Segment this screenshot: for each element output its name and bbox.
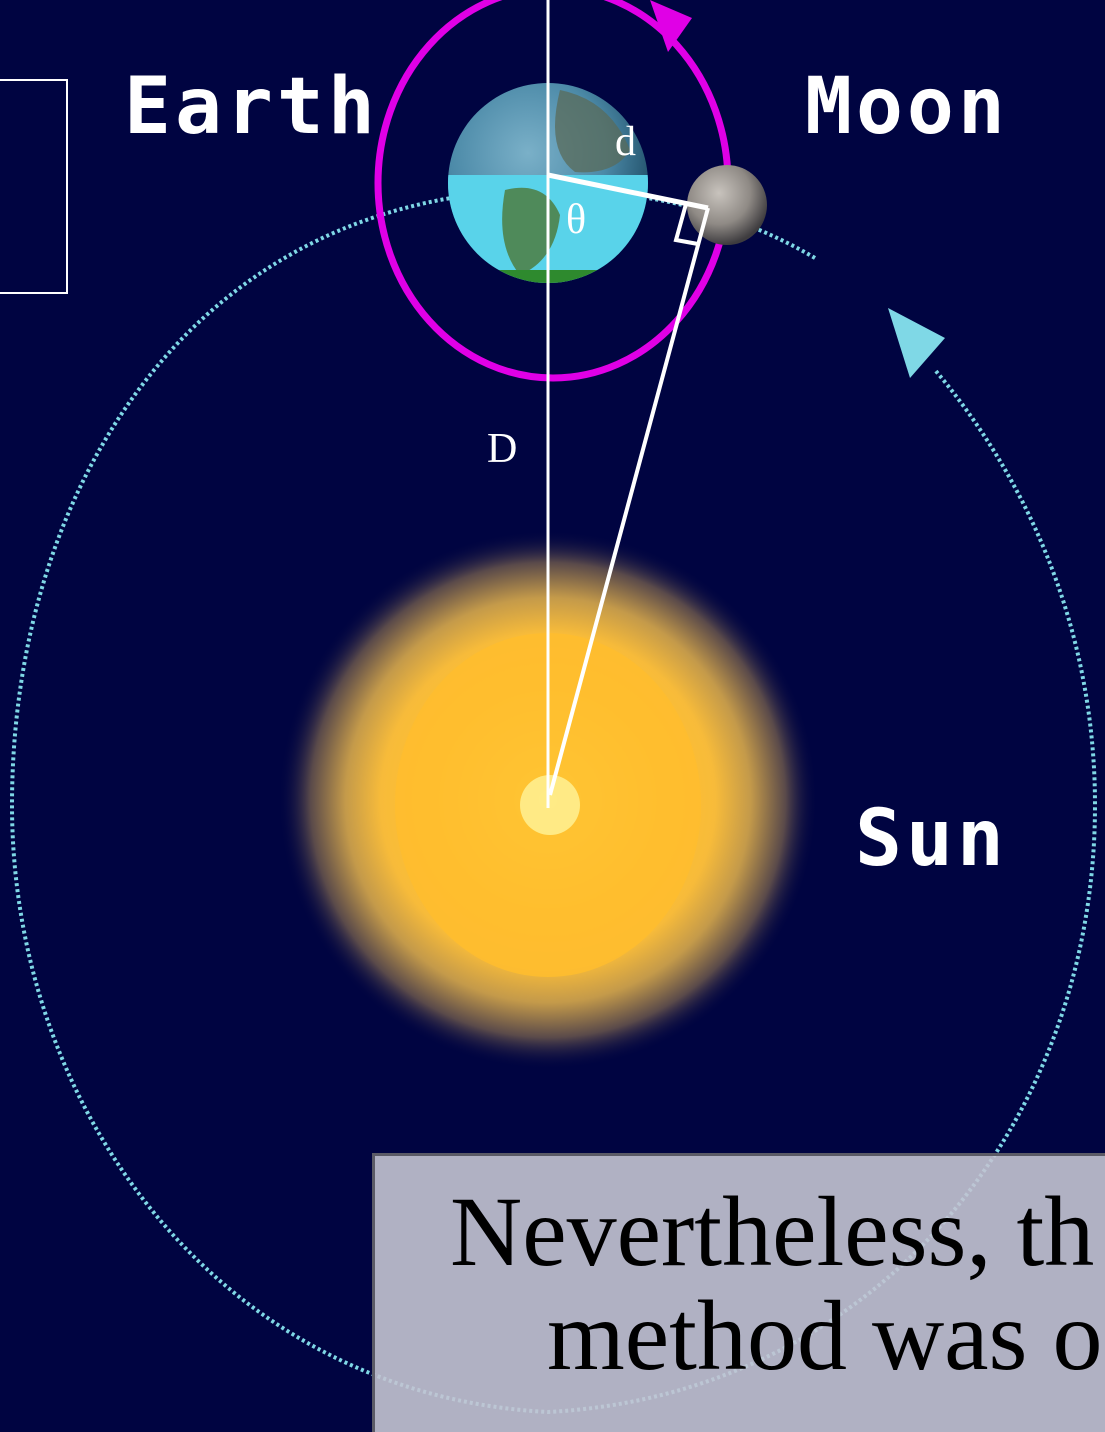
distance-D-label: D: [487, 426, 517, 472]
right-angle-marker: [673, 203, 699, 246]
label-frame: [0, 79, 68, 294]
earth: [448, 83, 648, 283]
earth-moon-line: [547, 172, 709, 211]
construction-lines: [546, 0, 710, 808]
earth-orbit: [9, 187, 1098, 1415]
caption-line-1: Nevertheless, th: [450, 1176, 1095, 1287]
earth-orbit-arrow: [888, 308, 945, 378]
angle-theta-label: θ: [566, 197, 586, 243]
moon-label: Moon: [805, 62, 1009, 152]
caption-box: Nevertheless, th method was o: [372, 1153, 1105, 1432]
earth-label: Earth: [124, 62, 379, 152]
moon: [687, 165, 767, 245]
distance-d-label: d: [615, 119, 636, 165]
moon-sun-line: [548, 207, 710, 796]
caption-line-2: method was o: [547, 1280, 1103, 1391]
sun-highlight: [520, 775, 580, 835]
sun-label: Sun: [855, 794, 1008, 884]
moon-orbit-arrow: [650, 0, 692, 52]
